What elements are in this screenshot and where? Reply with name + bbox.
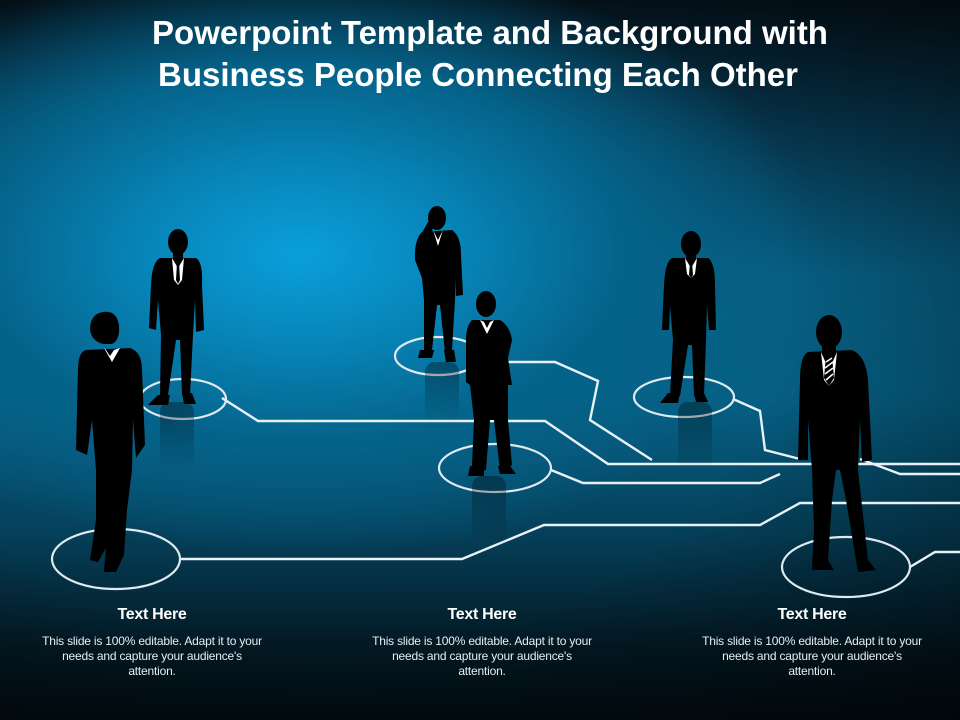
caption-body: This slide is 100% editable. Adapt it to… xyxy=(42,634,262,678)
connector-line xyxy=(909,550,960,569)
silhouettes xyxy=(76,206,876,572)
reflections xyxy=(160,362,712,546)
slide-title: Powerpoint Template and Background with … xyxy=(0,12,960,96)
caption-block-3: Text Here This slide is 100% editable. A… xyxy=(702,604,922,679)
caption-title: Text Here xyxy=(447,606,517,623)
slide-title-line-1: Powerpoint Template and Background with xyxy=(152,14,828,51)
caption-body: This slide is 100% editable. Adapt it to… xyxy=(372,634,592,678)
businessman-silhouette xyxy=(148,229,204,405)
caption-block-2: Text Here This slide is 100% editable. A… xyxy=(372,604,592,679)
businessman-on-phone-silhouette xyxy=(414,206,463,362)
network-node-ring xyxy=(780,535,912,599)
businessman-silhouette xyxy=(798,315,876,572)
businesswoman-silhouette xyxy=(76,311,145,572)
businessman-silhouette xyxy=(660,231,716,403)
caption-title: Text Here xyxy=(117,606,187,623)
connector-line xyxy=(221,396,960,466)
connector-line xyxy=(732,397,801,461)
connector-line xyxy=(468,360,653,462)
connector-line xyxy=(859,457,960,476)
caption-block-1: Text Here This slide is 100% editable. A… xyxy=(42,604,262,679)
caption-body: This slide is 100% editable. Adapt it to… xyxy=(702,634,922,678)
caption-title: Text Here xyxy=(777,606,847,623)
connector-line xyxy=(180,501,960,561)
businesswoman-silhouette xyxy=(466,291,516,476)
slide-title-line-2: Business People Connecting Each Other xyxy=(158,56,798,93)
connector-line xyxy=(550,468,781,485)
